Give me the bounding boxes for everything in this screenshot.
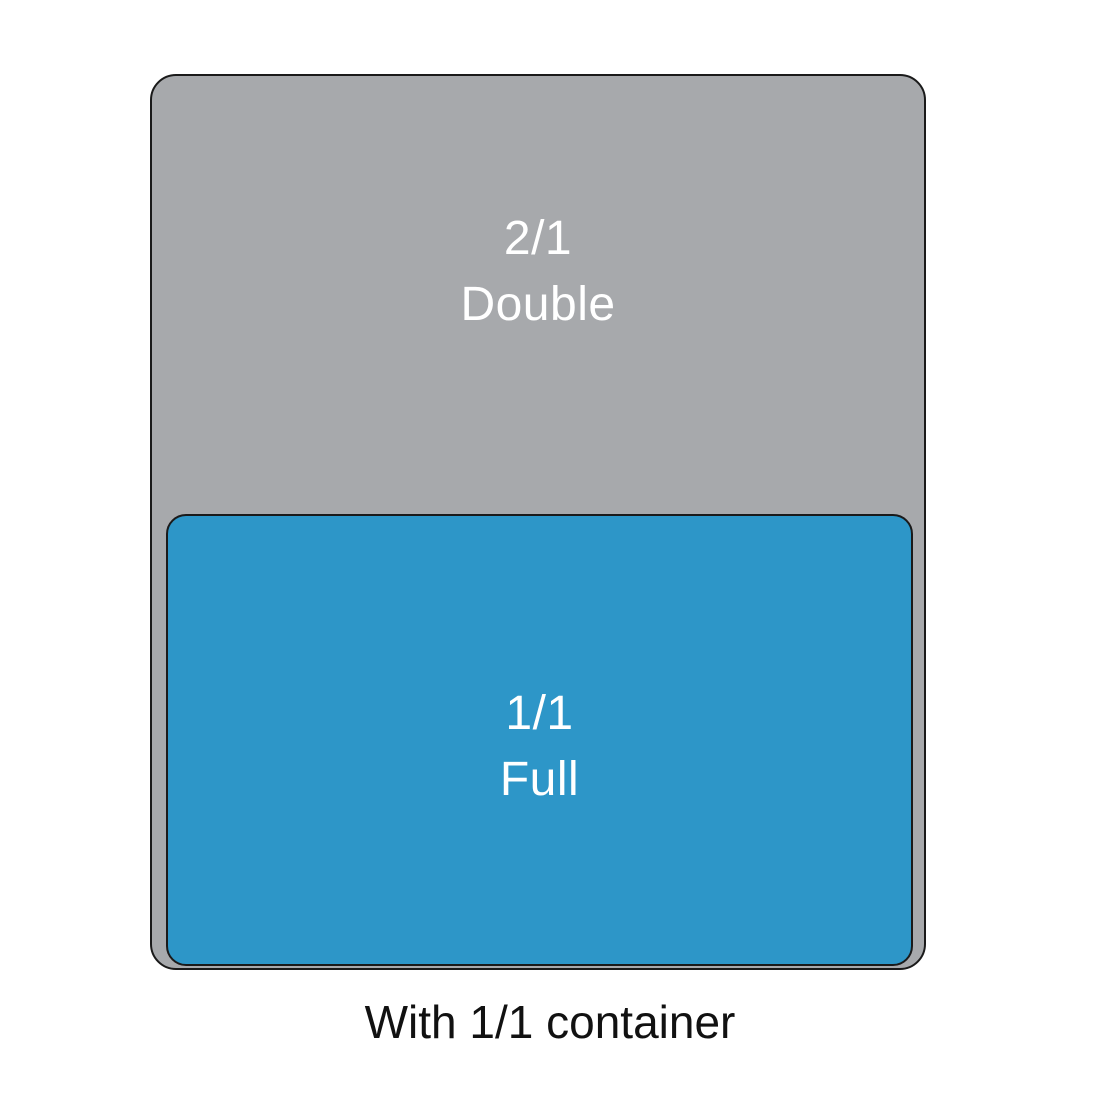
double-pan-size-text: 2/1	[503, 212, 573, 265]
full-pan-label: 1/1 Full	[168, 681, 911, 813]
double-pan-shape: 2/1 Double 1/1 Full	[150, 74, 926, 970]
double-pan-label: 2/1 Double	[152, 206, 924, 338]
full-pan-shape: 1/1 Full	[166, 514, 913, 966]
double-pan-name-text: Double	[460, 278, 616, 331]
full-pan-size-text: 1/1	[505, 687, 574, 740]
diagram-caption: With 1/1 container	[364, 996, 736, 1048]
full-pan-name-text: Full	[499, 753, 580, 806]
